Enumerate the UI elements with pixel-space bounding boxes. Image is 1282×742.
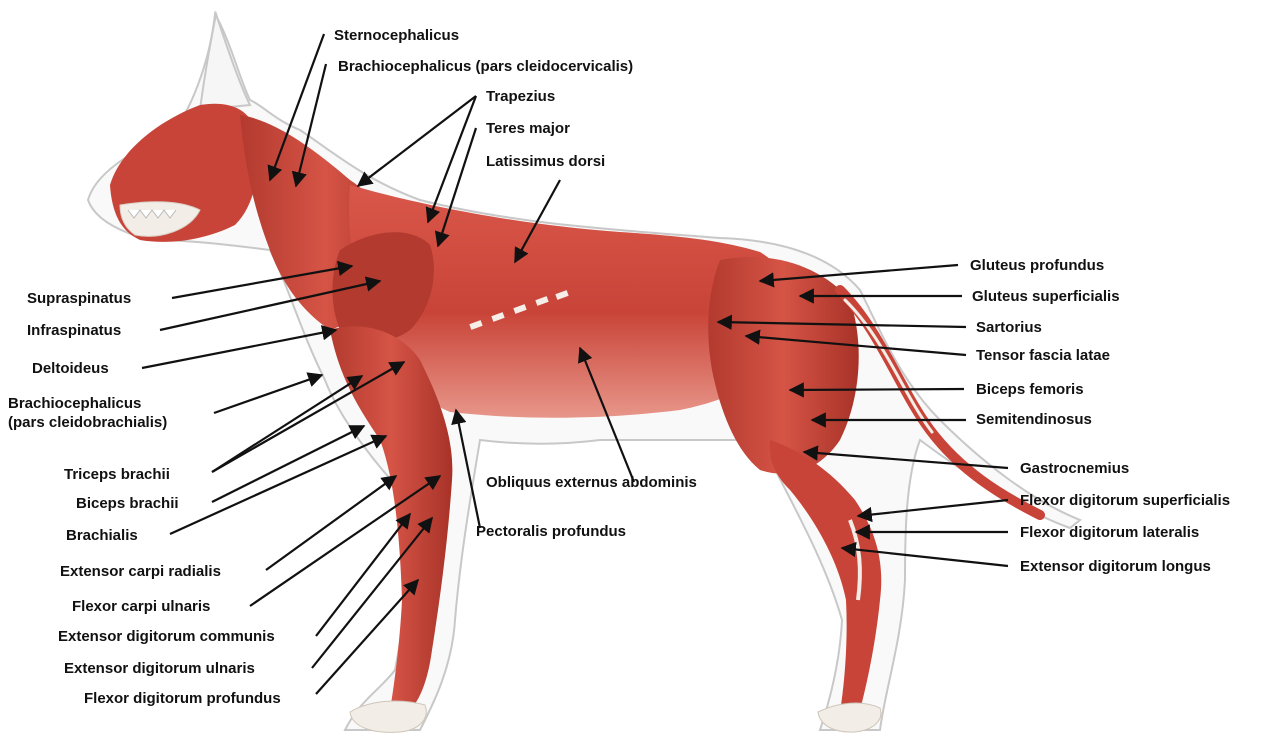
label-gluteus-profundus: Gluteus profundus: [970, 257, 1104, 274]
label-latissimus-dorsi: Latissimus dorsi: [486, 153, 605, 170]
label-extensor-digitorum-longus: Extensor digitorum longus: [1020, 558, 1211, 575]
label-flexor-digitorum-lateralis: Flexor digitorum lateralis: [1020, 524, 1199, 541]
label-sternocephalicus: Sternocephalicus: [334, 27, 459, 44]
leader-extensor-digitorum-communis: [316, 514, 410, 636]
label-extensor-carpi-radialis: Extensor carpi radialis: [60, 563, 221, 580]
label-extensor-digitorum-ulnaris: Extensor digitorum ulnaris: [64, 660, 255, 677]
label-flexor-digitorum-superficialis: Flexor digitorum superficialis: [1020, 492, 1230, 509]
label-trapezius: Trapezius: [486, 88, 555, 105]
leader-brachiocephalicus-brachialis: [214, 375, 322, 413]
label-teres-major: Teres major: [486, 120, 570, 137]
label-pectoralis-profundus: Pectoralis profundus: [476, 523, 626, 540]
label-brachiocephalicus-cervicalis: Brachiocephalicus (pars cleidocervicalis…: [338, 58, 633, 75]
label-infraspinatus: Infraspinatus: [27, 322, 121, 339]
label-semitendinosus: Semitendinosus: [976, 411, 1092, 428]
label-triceps-brachii: Triceps brachii: [64, 466, 170, 483]
leader-biceps-brachii: [212, 426, 364, 502]
label-extensor-digitorum-communis: Extensor digitorum communis: [58, 628, 275, 645]
label-tensor-fascia-latae: Tensor fascia latae: [976, 347, 1110, 364]
label-deltoideus: Deltoideus: [32, 360, 109, 377]
label-obliquus-externus-abdominis: Obliquus externus abdominis: [486, 474, 697, 491]
label-gluteus-superficialis: Gluteus superficialis: [972, 288, 1120, 305]
label-biceps-brachii: Biceps brachii: [76, 495, 179, 512]
leader-brachialis: [170, 436, 386, 534]
leader-biceps-femoris: [790, 389, 964, 390]
leader-deltoideus: [142, 330, 336, 368]
label-flexor-carpi-ulnaris: Flexor carpi ulnaris: [72, 598, 210, 615]
label-sartorius: Sartorius: [976, 319, 1042, 336]
label-gastrocnemius: Gastrocnemius: [1020, 460, 1129, 477]
label-brachialis: Brachialis: [66, 527, 138, 544]
label-supraspinatus: Supraspinatus: [27, 290, 131, 307]
label-biceps-femoris: Biceps femoris: [976, 381, 1084, 398]
label-brachiocephalicus-brachialis: Brachiocephalicus (pars cleidobrachialis…: [8, 394, 167, 432]
label-brachiocephalicus-brachialis-line2: (pars cleidobrachialis): [8, 413, 167, 432]
label-brachiocephalicus-brachialis-line1: Brachiocephalicus: [8, 394, 167, 413]
ear: [200, 14, 250, 110]
label-flexor-digitorum-profundus: Flexor digitorum profundus: [84, 690, 281, 707]
